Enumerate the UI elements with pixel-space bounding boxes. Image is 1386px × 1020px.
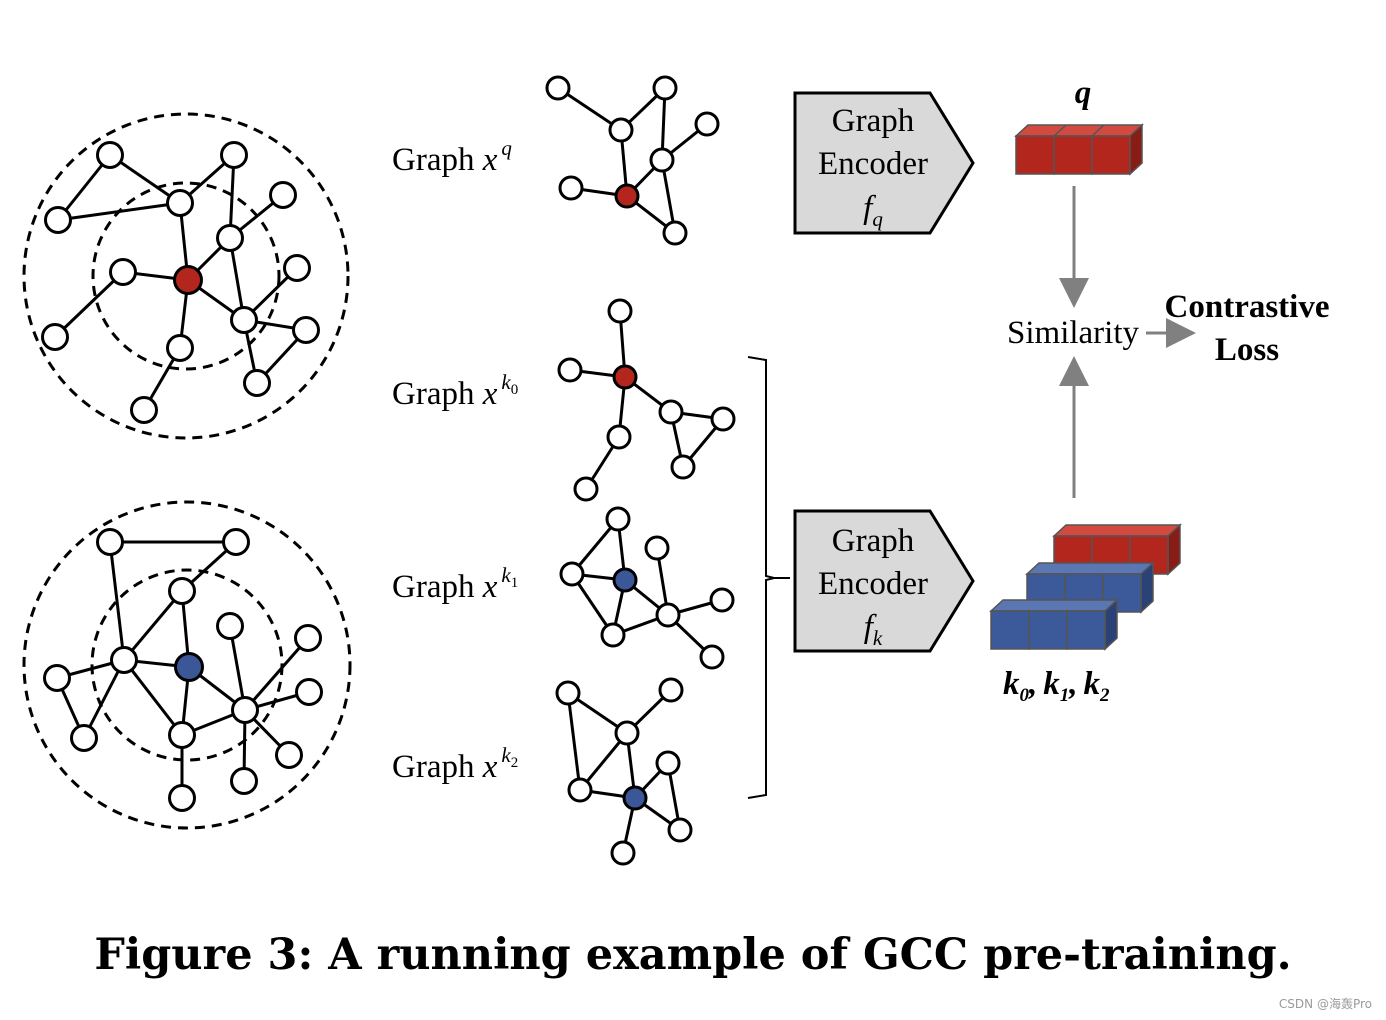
key-ego-node	[174, 652, 204, 682]
subgraph-xk1	[559, 506, 735, 670]
subgraph-xk2	[555, 677, 693, 866]
source-graph-top	[22, 112, 350, 440]
q-embedding	[1014, 123, 1144, 176]
svg-text:Encoder: Encoder	[818, 566, 928, 602]
q-label: q	[1075, 75, 1092, 111]
svg-text:Graph: Graph	[832, 103, 915, 139]
svg-text:Graph: Graph	[832, 523, 915, 559]
subgraph-xk0	[557, 298, 736, 502]
svg-text:Encoder: Encoder	[818, 146, 928, 182]
key-bracket	[747, 356, 775, 799]
contrastive-loss-line2: Loss	[1215, 332, 1279, 368]
k-embeddings	[989, 523, 1182, 651]
graph-encoder-k: Graph Encoder fk	[793, 509, 975, 653]
similarity-label: Similarity	[1007, 315, 1140, 351]
watermark: CSDN @海轰Pro	[1278, 997, 1372, 1011]
subgraph-xq	[545, 75, 720, 246]
query-ego-node	[173, 265, 203, 295]
figure-caption: Figure 3: A running example of GCC pre-t…	[94, 930, 1292, 980]
contrastive-loss-line1: Contrastive	[1165, 289, 1330, 325]
graph-encoder-q: Graph Encoder fq	[793, 91, 975, 235]
source-graph-bottom	[22, 500, 352, 830]
k-labels: k0,k1,k2	[1003, 666, 1110, 706]
